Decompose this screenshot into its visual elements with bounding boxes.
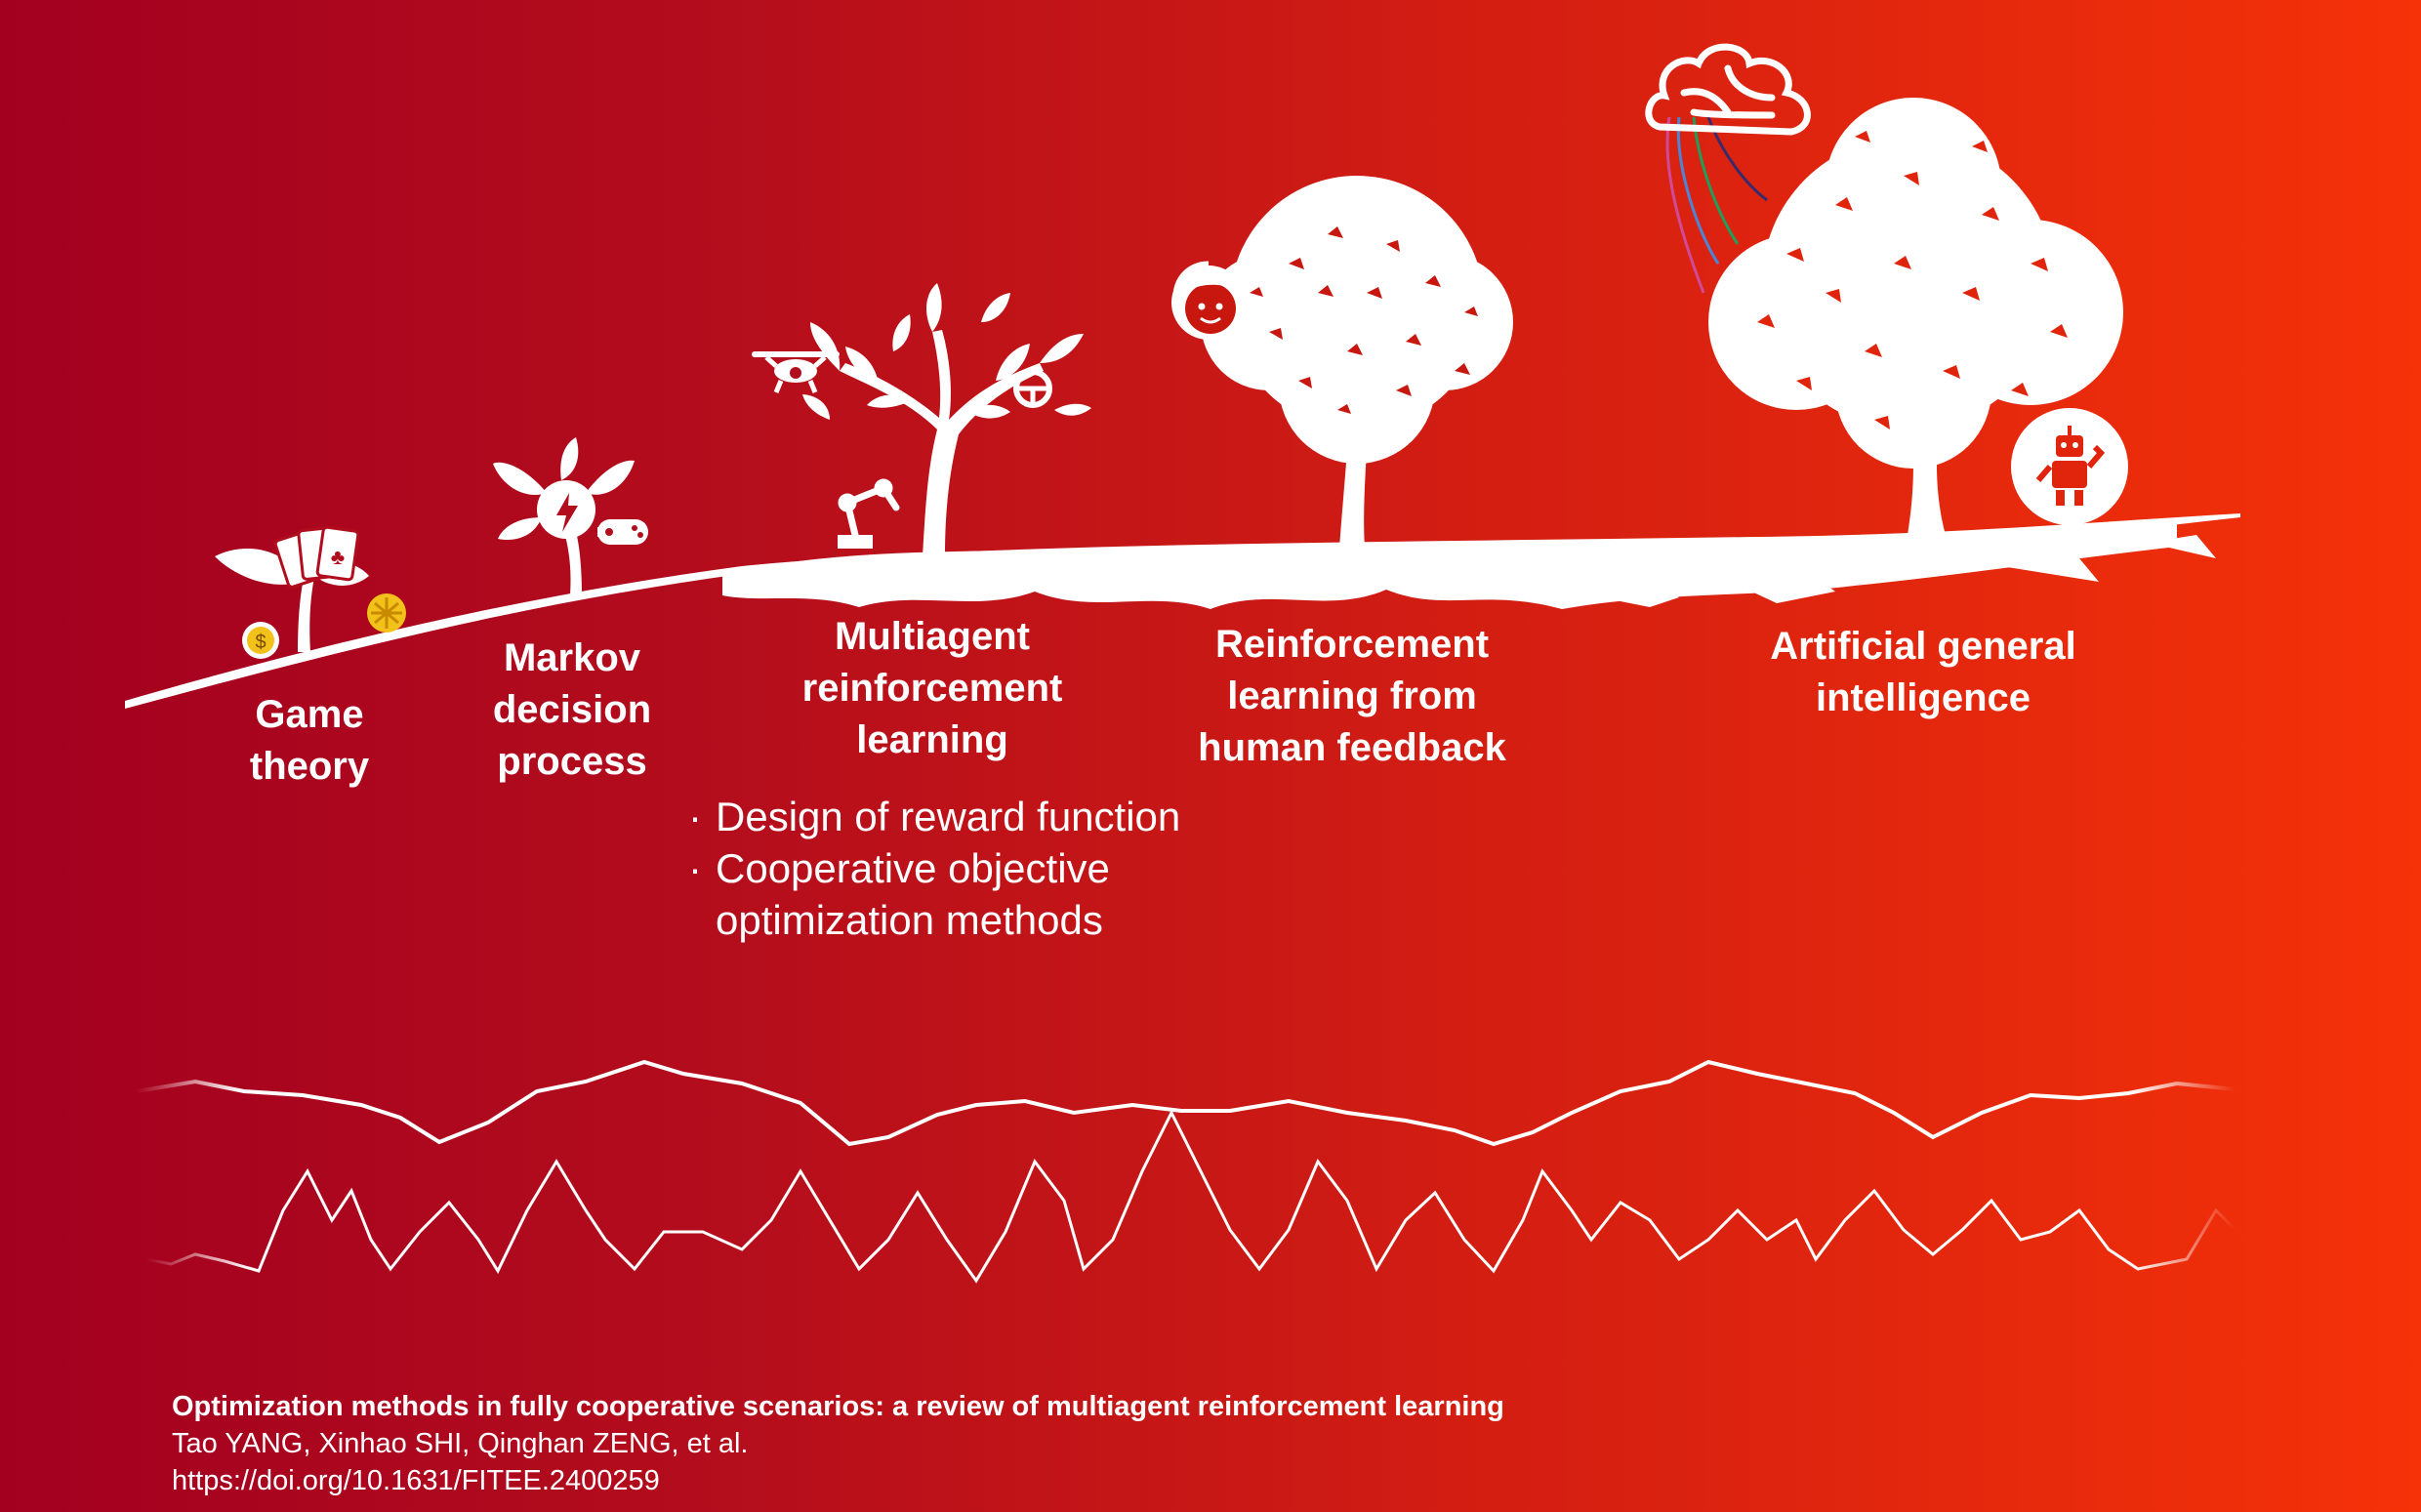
human-face-icon [1171,261,1246,340]
citation-block: Optimization methods in fully cooperativ… [172,1388,1504,1499]
marl-bullet-list: Design of reward function Cooperative ob… [688,791,1180,946]
stage-label-markov-decision-process: Markov decision process [492,636,652,783]
agi-tree [1708,98,2123,556]
steering-wheel-icon [1013,369,1052,408]
stage-label-multiagent-rl: Multiagent reinforcement learning [801,615,1063,761]
drone-icon [752,351,840,393]
coin-icon: $ [242,622,279,659]
seedling-tree [493,437,635,595]
svg-text:♣: ♣ [331,545,345,569]
paper-title: Optimization methods in fully cooperativ… [172,1391,1504,1422]
svg-text:$: $ [255,632,266,653]
mountain-ridge [136,1059,2236,1147]
hill-ground [125,513,2240,709]
stage-label-rlhf: Reinforcement learning from human feedba… [1198,623,1506,769]
playing-cards-icon: ♣ [273,525,360,589]
pine-forest [145,1109,2237,1284]
chess-board-icon [367,593,406,633]
stage-label-agi: Artificial general intelligence [1770,625,2076,719]
rlhf-tree [1201,176,1513,549]
gamepad-icon [597,519,648,545]
stage-label-game-theory: Game theory [249,693,370,788]
lightbulb-icon [556,493,578,532]
robot-arm-icon [838,478,900,549]
paper-doi-link[interactable]: https://doi.org/10.1631/FITEE.2400259 [172,1465,660,1496]
bullet-reward-function: Design of reward function [688,791,1180,842]
young-tree [802,283,1091,556]
brain-icon [1645,43,1811,136]
paper-authors: Tao YANG, Xinhao SHI, Qinghan ZENG, et a… [172,1428,749,1459]
robot-icon [2011,408,2128,525]
bullet-cooperative-optimization: Cooperative objective optimization metho… [688,842,1180,946]
